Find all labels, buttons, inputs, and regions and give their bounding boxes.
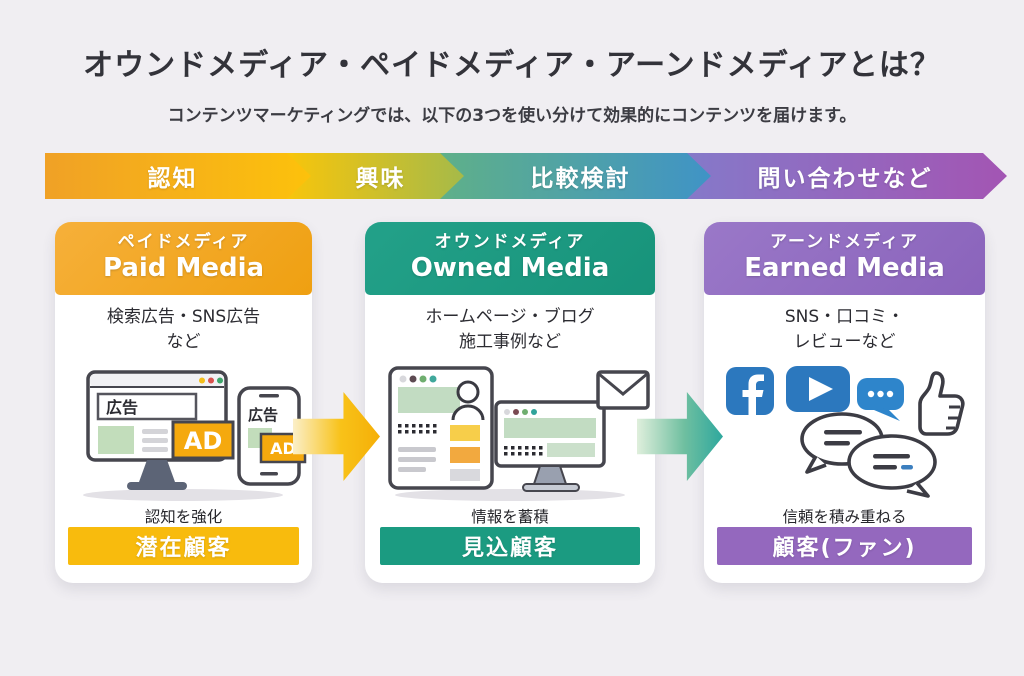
card-owned-header: オウンドメディア Owned Media xyxy=(365,222,655,295)
card-title-jp: オウンドメディア xyxy=(434,232,586,253)
funnel-stage-comparison: 比較検討 xyxy=(440,153,725,199)
monitor-icon: 広告 AD xyxy=(86,370,235,490)
owned-media-illustration xyxy=(388,366,650,501)
description-line: 施工事例など xyxy=(459,331,561,352)
card-title-jp: アーンドメディア xyxy=(770,232,919,253)
funnel-stage-inquiry: 問い合わせなど xyxy=(687,153,1007,199)
card-description: SNS・口コミ・ レビューなど xyxy=(704,305,985,354)
webpage-icon xyxy=(388,366,494,490)
funnel-stage-label: 問い合わせなど xyxy=(757,166,933,192)
paid-media-illustration: 広告 AD 広告 AD xyxy=(83,370,307,501)
description-line: SNS・口コミ・ xyxy=(784,307,905,327)
envelope-icon xyxy=(596,370,650,410)
phone-ad-label: 広告 xyxy=(248,406,278,424)
funnel-stage-label: 認知 xyxy=(147,166,198,192)
card-owned-media: オウンドメディア Owned Media ホームページ・ブログ 施工事例など xyxy=(365,222,655,583)
audience-badge-paid: 潜在顧客 xyxy=(68,527,299,565)
card-description: 検索広告・SNS広告 など xyxy=(55,305,312,354)
thumbs-up-icon xyxy=(918,371,965,436)
card-paid-header: ペイドメディア Paid Media xyxy=(55,222,312,295)
card-effect-text: 情報を蓄積 xyxy=(471,508,549,526)
card-earned-header: アーンドメディア Earned Media xyxy=(704,222,985,295)
card-title-jp: ペイドメディア xyxy=(117,232,250,253)
audience-badge-earned: 顧客(ファン) xyxy=(717,527,972,565)
speech-bubble-icon xyxy=(847,434,937,498)
ground-shadow xyxy=(395,489,625,501)
card-title-en: Earned Media xyxy=(744,253,945,284)
monitor-ad-label: 広告 xyxy=(106,398,138,417)
page-title: オウンドメディア・ペイドメディア・アーンドメディアとは？ xyxy=(83,48,941,83)
phone-ad-badge: AD xyxy=(270,439,296,458)
funnel-stage-label: 興味 xyxy=(355,166,406,192)
earned-media-illustration xyxy=(726,366,965,498)
page-subtitle: コンテンツマーケティングでは、以下の3つを使い分けて効果的にコンテンツを届けます… xyxy=(167,106,857,126)
description-line: レビューなど xyxy=(793,331,896,352)
audience-badge-owned: 見込顧客 xyxy=(380,527,640,565)
card-paid-media: ペイドメディア Paid Media 検索広告・SNS広告 など 広告 AD xyxy=(55,222,312,583)
card-effect-text: 認知を強化 xyxy=(144,508,223,526)
description-line: ホームページ・ブログ xyxy=(425,307,595,327)
funnel-stage-awareness: 認知 xyxy=(45,153,324,199)
card-title-en: Owned Media xyxy=(410,253,610,284)
card-title-en: Paid Media xyxy=(102,253,265,284)
card-earned-media: アーンドメディア Earned Media SNS・口コミ・ レビューなど xyxy=(704,222,985,583)
monitor-icon xyxy=(494,400,606,492)
card-effect-text: 信頼を積み重ねる xyxy=(782,508,907,526)
video-play-icon xyxy=(786,366,850,412)
card-description: ホームページ・ブログ 施工事例など xyxy=(365,305,655,354)
funnel-stage-label: 比較検討 xyxy=(530,166,631,192)
description-line: 検索広告・SNS広告 xyxy=(106,307,261,327)
description-line: など xyxy=(166,331,201,352)
chat-dots-icon xyxy=(857,378,904,421)
facebook-icon xyxy=(726,367,774,415)
ground-shadow xyxy=(83,489,283,501)
funnel-stage-interest: 興味 xyxy=(287,153,478,199)
monitor-ad-badge: AD xyxy=(184,427,223,455)
